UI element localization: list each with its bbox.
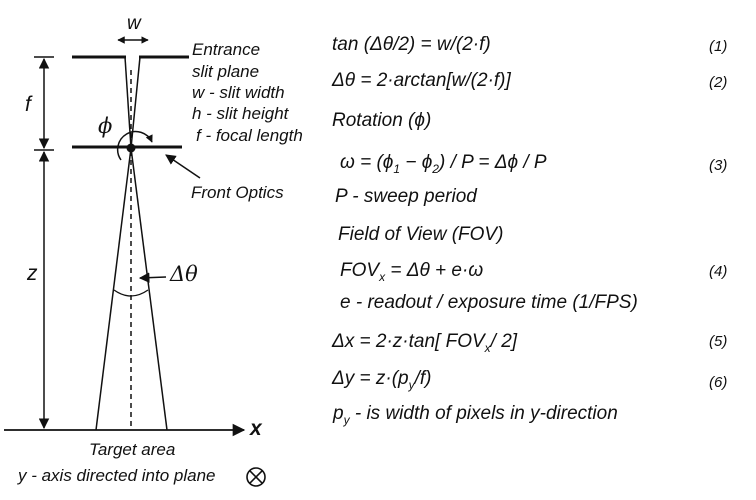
- into-plane-icon: [246, 467, 266, 487]
- equation-6-number: (6): [709, 374, 728, 391]
- angle-pointer: [138, 272, 167, 283]
- pixel-width-note-sub: y: [343, 412, 350, 427]
- readout-note: e - readout / exposure time (1/FPS): [340, 292, 638, 313]
- equation-6-part-a: Δy = z·(p: [332, 368, 409, 389]
- legend-entrance: Entrance: [192, 40, 261, 59]
- rotation-heading: Rotation (ϕ): [332, 110, 432, 131]
- equation-2-text: Δθ = 2·arctan[w/(2·f)]: [332, 70, 511, 91]
- rotation-arc: [116, 130, 153, 161]
- label-y-axis-note: y - axis directed into plane: [18, 466, 216, 485]
- label-delta-theta: Δθ: [170, 262, 198, 286]
- equation-4-sub: x: [379, 269, 386, 284]
- pixel-width-note-part-b: - is width of pixels in y-direction: [349, 403, 618, 424]
- equation-5-part-a: Δx = 2·z·tan[ FOV: [332, 331, 485, 352]
- equation-1: tan (Δθ/2) = w/(2·f): [332, 34, 491, 56]
- focal-point: [126, 143, 136, 153]
- equation-3-sub-2: 2: [432, 161, 439, 176]
- front-optics-pointer: [165, 154, 201, 179]
- pixel-width-note: py - is width of pixels in y-direction: [333, 403, 618, 427]
- label-target-area: Target area: [89, 440, 176, 459]
- equation-6-part-b: /f): [414, 368, 432, 389]
- equation-3-number: (3): [709, 157, 728, 174]
- label-front-optics: Front Optics: [191, 183, 284, 202]
- equation-6: Δy = z·(py/f): [332, 368, 432, 392]
- equation-4-part-b: = Δθ + e·ω: [385, 260, 484, 281]
- equation-3-sub-1: 1: [393, 161, 401, 176]
- legend-slit-plane: slit plane: [192, 62, 260, 81]
- pixel-width-note-part-a: p: [333, 403, 344, 424]
- equation-5-number: (5): [709, 333, 728, 350]
- legend-slit-height: h - slit height: [192, 104, 289, 123]
- lower-ray-right: [130, 147, 168, 431]
- equation-3-part-b: − ϕ: [400, 152, 433, 173]
- label-rotation: ϕ: [98, 114, 113, 138]
- equation-6-sub: y: [408, 377, 415, 392]
- equation-4-part-a: FOV: [340, 260, 380, 281]
- equation-5-sub: x: [484, 340, 491, 355]
- angle-arc: [113, 289, 149, 297]
- legend-focal-length: f - focal length: [196, 126, 303, 145]
- equation-5-part-b: / 2]: [490, 331, 518, 352]
- equation-1-text: tan (Δθ/2) = w/(2·f): [332, 34, 491, 55]
- equation-1-number: (1): [709, 38, 728, 55]
- label-distance: z: [27, 262, 38, 285]
- legend-slit-width: w - slit width: [192, 83, 285, 102]
- equation-4-number: (4): [709, 263, 728, 280]
- label-slit-width: w: [127, 13, 141, 34]
- label-focal-length: f: [25, 93, 31, 116]
- equation-3-part-c: ) / P = Δϕ / P: [438, 152, 547, 173]
- equation-5: Δx = 2·z·tan[ FOVx/ 2]: [332, 331, 517, 355]
- equation-3-part-a: ω = (ϕ: [340, 152, 394, 173]
- upper-ray-right: [130, 56, 141, 149]
- fov-heading: Field of View (FOV): [338, 224, 504, 245]
- lower-ray-left: [95, 147, 132, 431]
- equation-3: ω = (ϕ1 − ϕ2) / P = Δϕ / P: [340, 152, 547, 176]
- label-x-axis: x: [250, 417, 262, 440]
- equation-2: Δθ = 2·arctan[w/(2·f)]: [332, 70, 511, 92]
- equation-4: FOVx = Δθ + e·ω: [340, 260, 483, 284]
- sweep-period-note: P - sweep period: [335, 186, 477, 207]
- equation-2-number: (2): [709, 74, 728, 91]
